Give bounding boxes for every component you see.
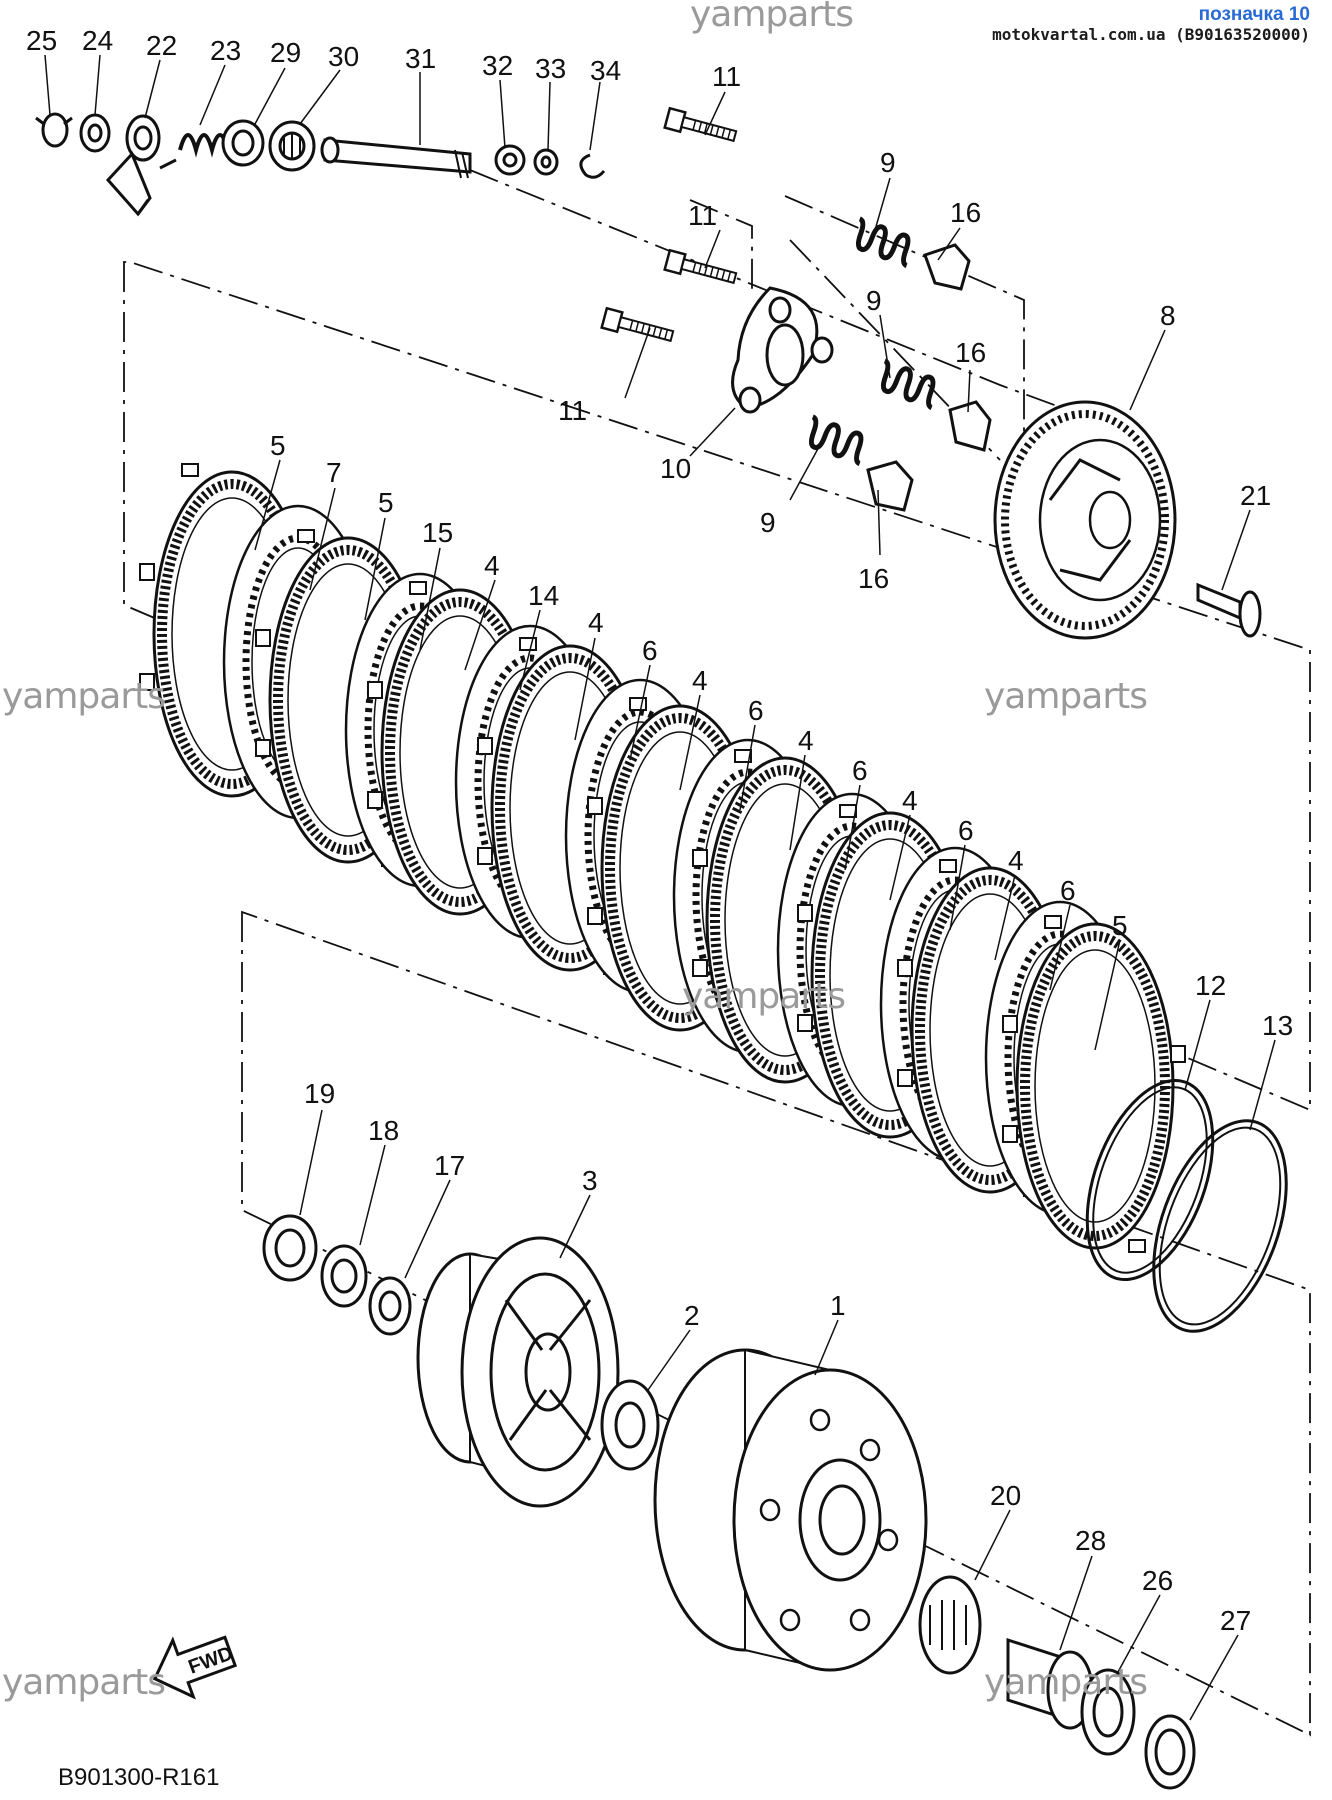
fwd-arrow-icon: FWD [152, 1635, 238, 1700]
watermark-right: yamparts [984, 676, 1148, 717]
callout-15: 15 [422, 517, 453, 548]
callout-6-b: 6 [748, 695, 764, 726]
diagram-reference-code: B901300-R161 [58, 1764, 220, 1791]
source-badge: позначка 10 motokvartal.com.ua (B9016352… [992, 4, 1310, 44]
callout-18: 18 [368, 1115, 399, 1146]
primary-driven-gear-housing-1 [653, 1348, 928, 1672]
circlip-25 [35, 112, 73, 148]
callout-2: 2 [684, 1300, 700, 1331]
watermark-left: yamparts [2, 676, 166, 717]
callout-26: 26 [1142, 1565, 1173, 1596]
callout-28: 28 [1075, 1525, 1106, 1556]
callout-11-bottom: 11 [558, 395, 587, 426]
callout-13: 13 [1262, 1010, 1293, 1041]
callout-12: 12 [1195, 970, 1226, 1001]
callout-3: 3 [582, 1165, 598, 1196]
callout-33: 33 [535, 53, 566, 84]
washer-33 [533, 148, 559, 176]
callout-4-b: 4 [588, 607, 604, 638]
callout-1: 1 [830, 1290, 846, 1321]
callout-5-a: 5 [270, 430, 286, 461]
watermark-bottom-right: yamparts [984, 1662, 1148, 1703]
badge-source: motokvartal.com.ua (B90163520000) [992, 24, 1310, 44]
callout-31: 31 [405, 43, 436, 74]
callout-19: 19 [304, 1078, 335, 1109]
lever-22 [105, 114, 161, 217]
callout-23: 23 [210, 35, 241, 66]
callout-14: 14 [528, 580, 559, 611]
callout-8: 8 [1160, 300, 1176, 331]
spring-23 [159, 133, 230, 170]
callout-10: 10 [660, 453, 691, 484]
callout-labels: 25 24 22 23 29 30 31 32 33 34 11 11 11 1… [26, 25, 1293, 1636]
callout-6-c: 6 [852, 755, 868, 786]
callout-4-e: 4 [902, 785, 918, 816]
callout-16-middle: 16 [955, 337, 986, 368]
callout-5-c: 5 [1112, 910, 1128, 941]
callout-11-top: 11 [712, 61, 741, 92]
watermark-top: yamparts [690, 0, 854, 35]
callout-20: 20 [990, 1480, 1021, 1511]
callout-4-f: 4 [1008, 845, 1024, 876]
callout-32: 32 [482, 50, 513, 81]
callout-5-b: 5 [378, 487, 394, 518]
retainer-plate-10 [731, 286, 834, 414]
callout-30: 30 [328, 41, 359, 72]
callout-4-c: 4 [692, 665, 708, 696]
oil-seal-29 [221, 119, 265, 167]
bearing-30 [268, 120, 316, 172]
clutch-push-shaft-assembly [35, 112, 606, 217]
callout-9-middle: 9 [866, 285, 882, 316]
callout-9-bottom: 9 [760, 507, 776, 538]
callout-6-d: 6 [958, 815, 974, 846]
callout-29: 29 [270, 37, 301, 68]
thrust-washer-2 [600, 1379, 660, 1471]
callout-4-a: 4 [484, 550, 500, 581]
badge-title[interactable]: позначка 10 [1198, 4, 1310, 25]
callout-17: 17 [434, 1150, 465, 1181]
wire-rings-12-13 [1085, 1078, 1288, 1333]
callout-16-bottom: 16 [858, 563, 889, 594]
callout-6-e: 6 [1060, 875, 1076, 906]
retainers-16 [866, 243, 992, 512]
circlip-34 [579, 153, 606, 179]
push-rod-31 [320, 136, 472, 179]
callout-16-top: 16 [950, 197, 981, 228]
callout-21: 21 [1240, 480, 1271, 511]
callout-22: 22 [146, 30, 177, 61]
watermark-center: yamparts [682, 976, 846, 1017]
pressure-plate-8 [993, 400, 1177, 640]
callout-6-a: 6 [642, 635, 658, 666]
callout-25: 25 [26, 25, 57, 56]
callout-4-d: 4 [798, 725, 814, 756]
washer-24 [79, 113, 111, 153]
nut-washers-19-18-17 [262, 1214, 412, 1336]
callout-9-top: 9 [880, 147, 896, 178]
push-rod-21 [1196, 582, 1262, 638]
callout-7: 7 [326, 457, 342, 488]
bearing-collar-washers-20-28-26-27 [918, 1575, 1196, 1790]
callout-34: 34 [590, 55, 621, 86]
watermark-bottom-left: yamparts [2, 1662, 166, 1703]
callout-27: 27 [1220, 1605, 1251, 1636]
callout-leaders [44, 54, 1276, 1721]
callout-11-middle: 11 [688, 200, 717, 231]
callout-24: 24 [82, 25, 113, 56]
clutch-boss-3 [416, 1236, 620, 1508]
bolts-11 [600, 107, 739, 347]
bearing-32 [494, 144, 526, 176]
